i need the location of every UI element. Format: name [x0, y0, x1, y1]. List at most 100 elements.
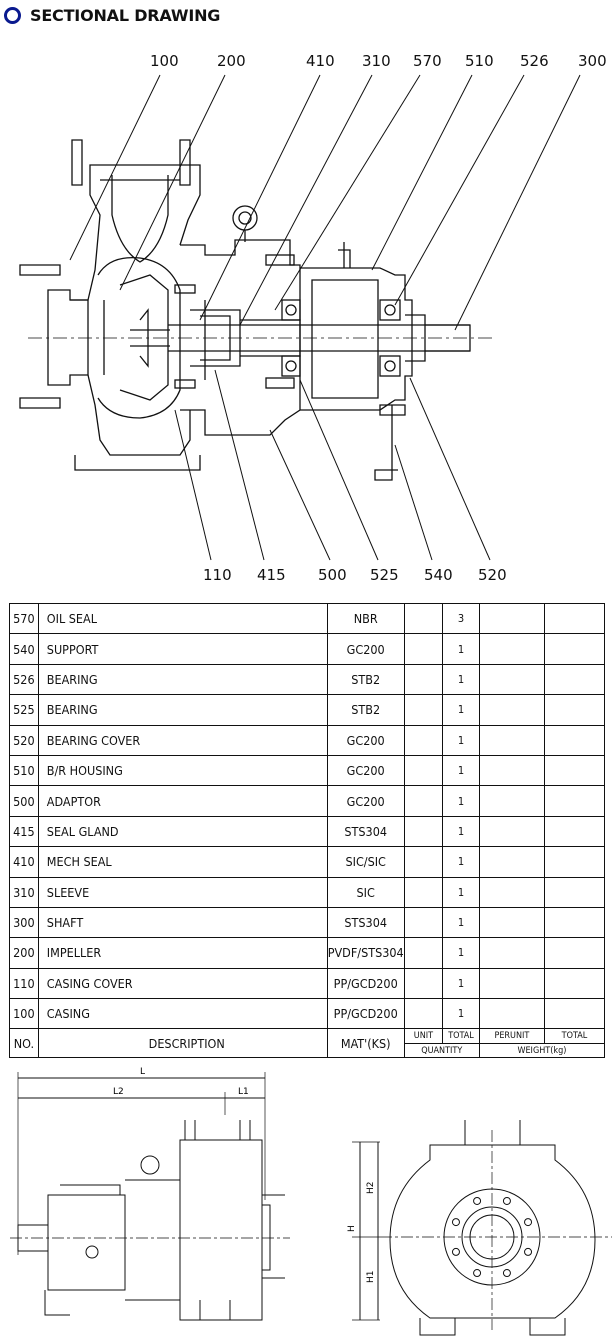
part-description: MECH SEAL: [37, 846, 328, 878]
part-total: 1: [442, 967, 480, 1000]
part-perunit-weight: [478, 633, 545, 665]
part-total: 1: [442, 846, 480, 878]
part-description: SLEEVE: [37, 876, 328, 908]
part-no: 200: [9, 937, 39, 969]
part-unit: [403, 602, 444, 635]
part-unit: [403, 846, 444, 878]
part-description: BEARING: [37, 663, 328, 696]
part-no: 310: [9, 876, 39, 908]
part-total: 1: [442, 633, 480, 665]
part-perunit-weight: [478, 602, 545, 635]
part-description: SEAL GLAND: [37, 815, 328, 848]
part-no: 510: [9, 754, 39, 787]
part-perunit-weight: [478, 815, 545, 848]
part-material: STB2: [326, 663, 405, 696]
part-no: 110: [9, 967, 39, 1000]
part-total-weight: [543, 724, 606, 756]
part-material: PP/GCD200: [326, 998, 405, 1030]
dim-l: L: [140, 1067, 145, 1077]
part-no: 526: [9, 663, 39, 696]
part-total: 3: [442, 602, 480, 635]
part-total: 1: [442, 937, 480, 969]
part-total: 1: [442, 815, 480, 848]
part-unit: [403, 785, 444, 817]
flange-bolt-hole: [524, 1247, 533, 1256]
callout-525: 525: [370, 566, 399, 584]
part-description: OIL SEAL: [37, 602, 328, 635]
part-unit: [403, 998, 444, 1030]
part-perunit-weight: [478, 876, 545, 908]
part-unit: [403, 937, 444, 969]
part-total-weight: [543, 906, 606, 939]
dim-h2: H2: [366, 1182, 376, 1195]
part-description: SUPPORT: [37, 633, 328, 665]
part-unit: [403, 876, 444, 908]
part-material: STB2: [326, 694, 405, 726]
callout-510: 510: [465, 52, 494, 70]
col-no: NO.: [9, 1028, 39, 1059]
part-total-weight: [543, 815, 606, 848]
col-total-weight: TOTAL: [543, 1028, 606, 1044]
part-total-weight: [543, 602, 606, 635]
section-header: SECTIONAL DRAWING: [4, 4, 220, 26]
table-header-row: NO. DESCRIPTION MAT'(KS) UNIT TOTAL PERU…: [9, 1028, 606, 1059]
part-perunit-weight: [478, 906, 545, 939]
part-perunit-weight: [478, 937, 545, 969]
part-total-weight: [543, 663, 606, 696]
callout-500: 500: [318, 566, 347, 584]
part-description: IMPELLER: [37, 937, 328, 969]
callout-415: 415: [257, 566, 286, 584]
part-material: SIC: [326, 876, 405, 908]
callout-540: 540: [424, 566, 453, 584]
col-description: DESCRIPTION: [37, 1028, 328, 1059]
part-material: NBR: [326, 602, 405, 635]
sectional-drawing: 100 200 410 310 570 510 526 300 110 415 …: [19, 52, 607, 584]
callout-110: 110: [203, 566, 232, 584]
part-unit: [403, 906, 444, 939]
callout-300: 300: [578, 52, 607, 70]
part-no: 500: [9, 785, 39, 817]
part-material: GC200: [326, 754, 405, 787]
part-total-weight: [543, 754, 606, 787]
part-total-weight: [543, 937, 606, 969]
part-total-weight: [543, 998, 606, 1030]
flange-bolt-hole: [473, 1269, 482, 1278]
col-weight: WEIGHT(kg): [478, 1042, 606, 1059]
col-total: TOTAL: [442, 1028, 480, 1044]
part-unit: [403, 815, 444, 848]
part-total-weight: [543, 876, 606, 908]
part-description: ADAPTOR: [37, 785, 328, 817]
part-description: BEARING: [37, 694, 328, 726]
part-unit: [403, 694, 444, 726]
callout-310: 310: [362, 52, 391, 70]
part-no: 415: [9, 815, 39, 848]
part-total: 1: [442, 694, 480, 726]
part-material: PP/GCD200: [326, 967, 405, 1000]
part-material: STS304: [326, 906, 405, 939]
callout-570: 570: [413, 52, 442, 70]
part-total: 1: [442, 754, 480, 787]
part-perunit-weight: [478, 754, 545, 787]
callout-520: 520: [478, 566, 507, 584]
part-total: 1: [442, 906, 480, 939]
part-no: 100: [9, 998, 39, 1030]
dim-h: H: [347, 1225, 357, 1232]
part-no: 570: [9, 602, 39, 635]
part-perunit-weight: [478, 785, 545, 817]
part-description: B/R HOUSING: [37, 754, 328, 787]
part-total: 1: [442, 876, 480, 908]
flange-bolt-hole: [451, 1247, 460, 1256]
dimension-drawing: L L2 L1 H H2 H1: [10, 1067, 612, 1336]
